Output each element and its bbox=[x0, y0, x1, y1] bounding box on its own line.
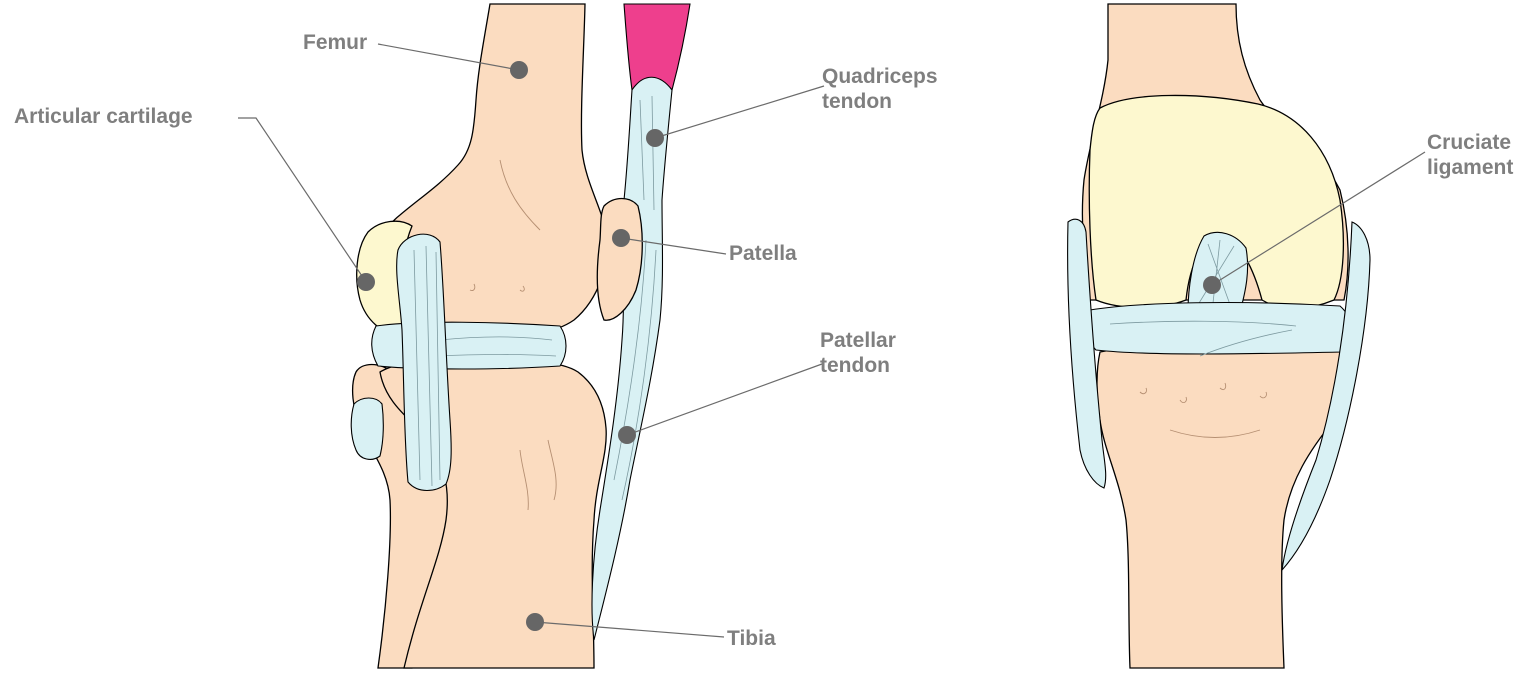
meniscus-band-anterior bbox=[1085, 303, 1351, 354]
patellar-tendon-marker bbox=[618, 426, 636, 444]
anterior-knee-view bbox=[1068, 4, 1425, 668]
label-cruciate-ligament: Cruciate ligament bbox=[1427, 130, 1513, 180]
label-tibia: Tibia bbox=[727, 626, 776, 651]
label-femur: Femur bbox=[303, 30, 367, 55]
cruciate-ligament-marker bbox=[1203, 276, 1221, 294]
articular-cartilage-marker bbox=[357, 273, 375, 291]
patella-marker bbox=[612, 229, 630, 247]
quadriceps-and-patellar-tendon bbox=[592, 77, 672, 640]
quadriceps-muscle bbox=[624, 4, 690, 90]
fibular-ligament-strip bbox=[351, 398, 383, 459]
lateral-knee-view bbox=[238, 4, 824, 668]
meniscus-band bbox=[372, 322, 566, 369]
label-patella: Patella bbox=[729, 241, 797, 266]
label-quadriceps-tendon: Quadriceps tendon bbox=[822, 64, 938, 114]
quadriceps-tendon-marker bbox=[646, 129, 664, 147]
tibia-marker bbox=[526, 613, 544, 631]
femur-marker bbox=[510, 61, 528, 79]
label-articular-cartilage: Articular cartilage bbox=[14, 104, 193, 129]
label-patellar-tendon: Patellar tendon bbox=[820, 328, 896, 378]
